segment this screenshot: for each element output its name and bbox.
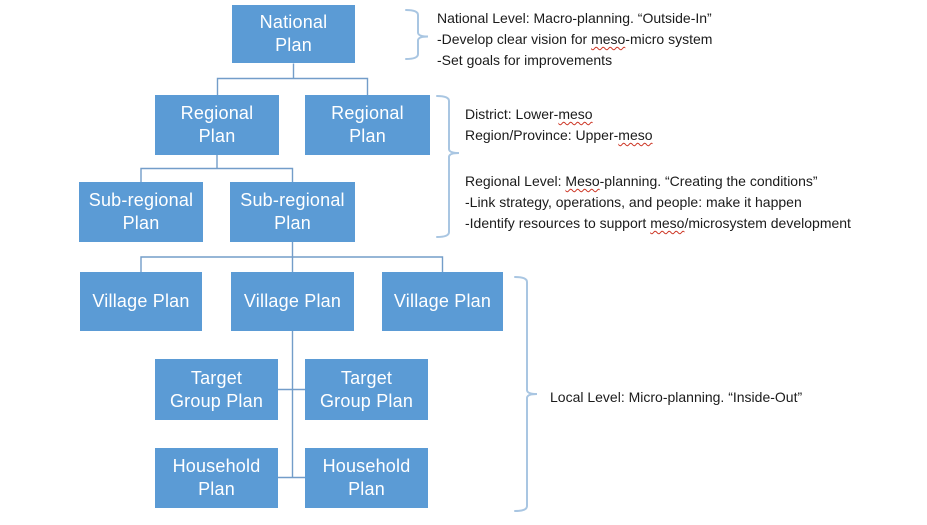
- local-level-note: Local Level: Micro-planning. “Inside-Out…: [550, 387, 802, 408]
- box-label-line: Household: [172, 456, 261, 476]
- box-label-line: Sub-regional: [240, 190, 345, 210]
- misspelled-word: meso: [650, 215, 685, 231]
- box-label-line: Group Plan: [169, 390, 264, 411]
- note-text: Regional Level:: [465, 173, 566, 189]
- box-label-line: Target: [190, 367, 243, 388]
- note-line: National Level: Macro-planning. “Outside…: [437, 8, 712, 29]
- misspelled-word: meso: [591, 31, 626, 47]
- village-to-target-household-connector: [278, 331, 305, 479]
- box-label-line: Regional: [180, 103, 254, 123]
- regional-level-brace: [436, 95, 460, 238]
- box-label-line: Village Plan: [92, 291, 190, 311]
- note-text: /microsystem development: [684, 215, 851, 231]
- note-line: -Set goals for improvements: [437, 50, 712, 71]
- misspelled-word: meso: [618, 127, 653, 143]
- national-to-regional-connector: [216, 63, 369, 95]
- note-text: -planning. “Creating the conditions”: [599, 173, 818, 189]
- box-label-line: Plan: [198, 479, 235, 499]
- box-label-line: Plan: [349, 126, 386, 146]
- box-label-line: Group Plan: [319, 390, 414, 411]
- box-label-line: Target: [340, 367, 393, 388]
- national-level-brace: [405, 9, 429, 60]
- subregional-to-village-connector: [140, 242, 444, 272]
- box-label-line: National: [259, 12, 328, 32]
- box-label-line: Plan: [122, 213, 160, 233]
- misspelled-word: meso: [558, 106, 593, 122]
- note-text: -Develop clear vision for: [437, 31, 592, 47]
- box-label-line: Plan: [275, 35, 312, 55]
- misspelled-word: Meso: [565, 173, 600, 189]
- note-text: District: Lower-: [465, 106, 559, 122]
- box-label-line: Household: [322, 456, 411, 476]
- note-text: Region/Province: Upper-: [465, 127, 619, 143]
- regional-level-note: Regional Level: Meso-planning. “Creating…: [465, 171, 851, 234]
- local-level-brace: [514, 276, 538, 512]
- note-line: Local Level: Micro-planning. “Inside-Out…: [550, 387, 802, 408]
- box-label-line: Regional: [331, 103, 404, 123]
- village-plan-3: Village Plan: [382, 272, 503, 331]
- note-text: -micro system: [625, 31, 713, 47]
- national-level-note: National Level: Macro-planning. “Outside…: [437, 8, 712, 71]
- regional-to-subregional-connector: [140, 155, 294, 182]
- box-label-line: Village Plan: [393, 291, 492, 311]
- note-line: Region/Province: Upper-meso: [465, 125, 653, 146]
- box-label-line: Plan: [198, 126, 236, 146]
- note-line: -Develop clear vision for meso-micro sys…: [437, 29, 712, 50]
- note-line: District: Lower-meso: [465, 104, 653, 125]
- note-text: National Level: Macro-planning. “Outside…: [437, 10, 712, 26]
- note-line: Regional Level: Meso-planning. “Creating…: [465, 171, 851, 192]
- note-text: -Set goals for improvements: [437, 52, 613, 68]
- note-text: -Identify resources to support: [465, 215, 651, 231]
- village-plan-1: Village Plan: [80, 272, 202, 331]
- village-plan-2: Village Plan: [231, 272, 354, 331]
- note-text: -Link strategy, operations, and people: …: [465, 194, 802, 210]
- note-line: -Identify resources to support meso/micr…: [465, 213, 851, 234]
- box-label-line: Plan: [274, 213, 311, 233]
- box-label-line: Sub-regional: [88, 190, 194, 210]
- box-label-line: Plan: [348, 479, 385, 499]
- box-label-line: Village Plan: [243, 291, 342, 311]
- note-line: -Link strategy, operations, and people: …: [465, 192, 851, 213]
- note-text: Local Level: Micro-planning. “Inside-Out…: [550, 389, 803, 405]
